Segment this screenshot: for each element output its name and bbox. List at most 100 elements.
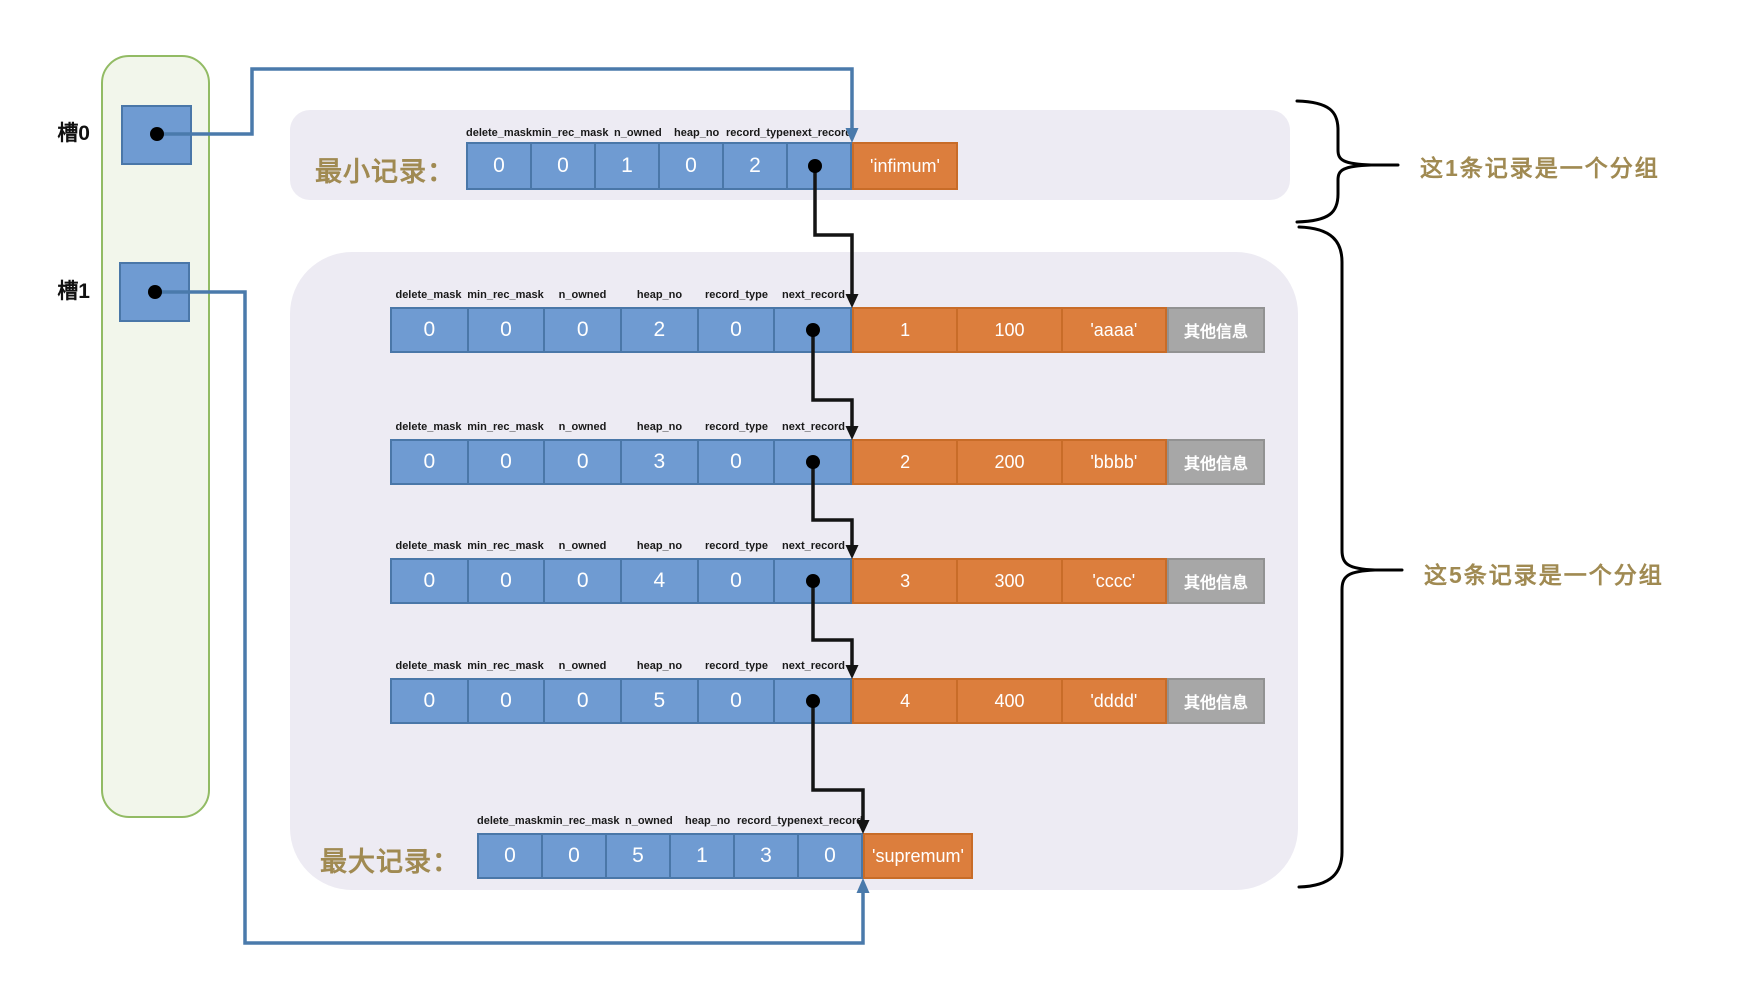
supremum-record-header-5: next_record	[800, 815, 863, 827]
user-record-4-field-cell-3: 5	[622, 680, 699, 722]
user-record-3-data-cell-1: 300	[958, 560, 1063, 602]
supremum-record-field-cell-0: 0	[479, 835, 543, 877]
user-record-1-data-cell-0: 1	[854, 309, 959, 351]
user-record-3-data-cell-2: 'cccc'	[1092, 570, 1136, 591]
supremum-record-field-cell-3: 1	[671, 835, 735, 877]
user-record-2-data-cell-0: 2	[854, 441, 959, 483]
user-record-2-data-cell-1: 200	[958, 441, 1063, 483]
infimum-record-header-3: heap_no	[674, 127, 720, 139]
group-of-5-brace	[1297, 225, 1404, 889]
slot-0-box	[121, 105, 192, 165]
user-record-4-header-4: record_type	[705, 660, 768, 672]
supremum-record-header-4: record_type	[737, 815, 801, 827]
infimum-record-label: 最小记录：	[315, 157, 455, 187]
infimum-record-data-cells: 'infimum'	[852, 142, 958, 190]
user-record-2-header-5: next_record	[782, 421, 845, 433]
user-record-1-header-0: delete_mask	[395, 289, 462, 301]
user-record-1-field-cell-3: 2	[622, 309, 699, 351]
infimum-record-header-1: min_rec_mask	[532, 127, 609, 139]
user-record-3-header-5: next_record	[782, 540, 845, 552]
supremum-record-header-1: min_rec_mask	[543, 815, 620, 827]
supremum-record-field-cell-2: 5	[607, 835, 671, 877]
infimum-record-data-cell-0: 'infimum'	[870, 155, 940, 176]
user-record-4-field-cell-5	[775, 680, 850, 722]
supremum-record-field-cell-1: 0	[543, 835, 607, 877]
user-record-3-header-2: n_owned	[558, 540, 607, 552]
user-record-3-data-cell-0: 3	[854, 560, 959, 602]
slot-1-label: 槽1	[57, 280, 90, 303]
user-record-1-field-cell-5	[775, 309, 850, 351]
supremum-record-field-cell-5: 0	[824, 844, 836, 867]
user-record-2-header-1: min_rec_mask	[467, 421, 544, 433]
supremum-record-label: 最大记录：	[320, 847, 460, 877]
supremum-record-data-cell-0: 'supremum'	[872, 845, 964, 866]
user-record-3-field-cell-3: 4	[622, 560, 699, 602]
user-record-4-field-cell-4: 0	[699, 680, 776, 722]
supremum-record-header-0: delete_mask	[477, 815, 544, 827]
user-record-2-field-cell-2: 0	[545, 441, 623, 483]
user-record-2-data-cell-2: 'bbbb'	[1090, 451, 1138, 472]
user-record-1-header-1: min_rec_mask	[467, 289, 544, 301]
infimum-record-header-2: n_owned	[614, 127, 662, 139]
group-of-5-annotation: 这5条记录是一个分组	[1424, 562, 1664, 588]
supremum-record-header-2: n_owned	[625, 815, 673, 827]
user-record-1-header-3: heap_no	[636, 289, 683, 301]
infimum-record-header-4: record_type	[726, 127, 790, 139]
user-record-1-field-cell-1: 0	[469, 309, 546, 351]
user-record-3-field-cell-1: 0	[469, 560, 546, 602]
user-record-1-field-headers: delete_mask min_rec_mask n_owned heap_no rec…	[390, 288, 852, 302]
user-record-2-field-cell-0: 0	[392, 441, 469, 483]
user-record-2-header-3: heap_no	[636, 421, 683, 433]
user-record-1-header-4: record_type	[705, 289, 768, 301]
group-of-1-annotation: 这1条记录是一个分组	[1420, 155, 1660, 181]
user-record-2-field-cell-3: 3	[622, 441, 699, 483]
user-record-2-header-2: n_owned	[558, 421, 607, 433]
user-record-1-header-2: n_owned	[558, 289, 607, 301]
supremum-record-field-cell-4: 3	[735, 835, 799, 877]
group-of-1-brace	[1295, 99, 1400, 224]
user-record-1-field-cell-0: 0	[392, 309, 469, 351]
infimum-record-field-cell-1: 0	[532, 144, 596, 188]
infimum-record-header-0: delete_mask	[466, 127, 533, 139]
user-record-4-header-0: delete_mask	[395, 660, 462, 672]
user-record-2-field-cell-4: 0	[699, 441, 776, 483]
user-record-4-header-3: heap_no	[636, 660, 683, 672]
user-record-3-field-cell-4: 0	[699, 560, 776, 602]
user-record-4-data-cell-1: 400	[958, 680, 1063, 722]
infimum-record-field-cell-0: 0	[468, 144, 532, 188]
user-record-3-header-4: record_type	[705, 540, 768, 552]
infimum-record-field-cell-4: 2	[724, 144, 788, 188]
user-record-3-other-info-cell: 其他信息	[1167, 558, 1265, 604]
user-record-3-header-0: delete_mask	[395, 540, 462, 552]
user-record-4-data-cell-0: 4	[854, 680, 959, 722]
user-record-4-field-cell-1: 0	[469, 680, 546, 722]
user-record-2-field-cell-1: 0	[469, 441, 546, 483]
user-record-1-header-5: next_record	[782, 289, 845, 301]
user-record-4-header-5: next_record	[782, 660, 845, 672]
user-record-1-field-cell-4: 0	[699, 309, 776, 351]
user-record-1-data-cell-2: 'aaaa'	[1090, 319, 1138, 340]
user-record-4-field-cell-2: 0	[545, 680, 623, 722]
user-record-2-header-4: record_type	[705, 421, 768, 433]
user-record-1-field-cell-2: 0	[545, 309, 623, 351]
user-record-4-header-1: min_rec_mask	[467, 660, 544, 672]
infimum-record-header-5: next_record	[789, 127, 852, 139]
slot-1-box	[119, 262, 190, 322]
user-record-3-header-3: heap_no	[636, 540, 683, 552]
infimum-record-field-cell-5	[788, 144, 850, 188]
infimum-record-field-cell-3: 0	[660, 144, 724, 188]
infimum-record-field-cell-2: 1	[596, 144, 660, 188]
user-record-4-data-cell-2: 'dddd'	[1090, 690, 1138, 711]
user-record-1-data-cell-1: 100	[958, 309, 1063, 351]
